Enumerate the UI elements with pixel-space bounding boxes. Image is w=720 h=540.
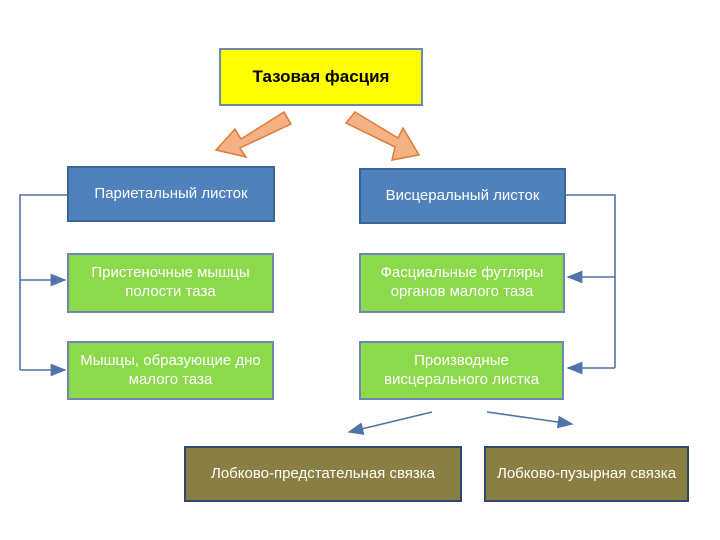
parietal-node: Париетальный листок (67, 166, 275, 222)
ligament-label: Лобково-пузырная связка (496, 464, 677, 482)
root-arrow-left (214, 110, 293, 159)
visceral-item-node: Фасциальные футляры органов малого таза (359, 253, 565, 313)
parietal-label: Париетальный листок (94, 184, 248, 202)
ligament-node: Лобково-пузырная связка (484, 446, 689, 502)
visceral-item-label: Производные висцерального листка (384, 351, 539, 388)
visceral-item-label: Фасциальные футляры органов малого таза (380, 264, 544, 300)
ligament-node: Лобково-предстательная связка (184, 446, 462, 502)
parietal-item-node: Пристеночные мышцы полости таза (67, 253, 274, 313)
root-node: Тазовая фасция (219, 48, 423, 106)
parietal-item-node: Мышцы, образующие дно малого таза (67, 341, 274, 400)
visceral-node: Висцеральный листок (359, 168, 566, 224)
parietal-item-label: Мышцы, образующие дно малого таза (80, 351, 261, 388)
visceral-label: Висцеральный листок (385, 186, 540, 204)
ligament-label: Лобково-предстательная связка (211, 464, 435, 482)
ligament-arrow-right (486, 411, 574, 429)
visceral-item-node: Производные висцерального листка (359, 341, 564, 400)
parietal-item-label: Пристеночные мышцы полости таза (91, 264, 250, 300)
root-label: Тазовая фасция (252, 67, 390, 87)
parietal-bracket (19, 194, 67, 370)
root-arrow-right (344, 111, 421, 161)
visceral-bracket (566, 194, 616, 368)
ligament-arrow-left (347, 411, 433, 435)
